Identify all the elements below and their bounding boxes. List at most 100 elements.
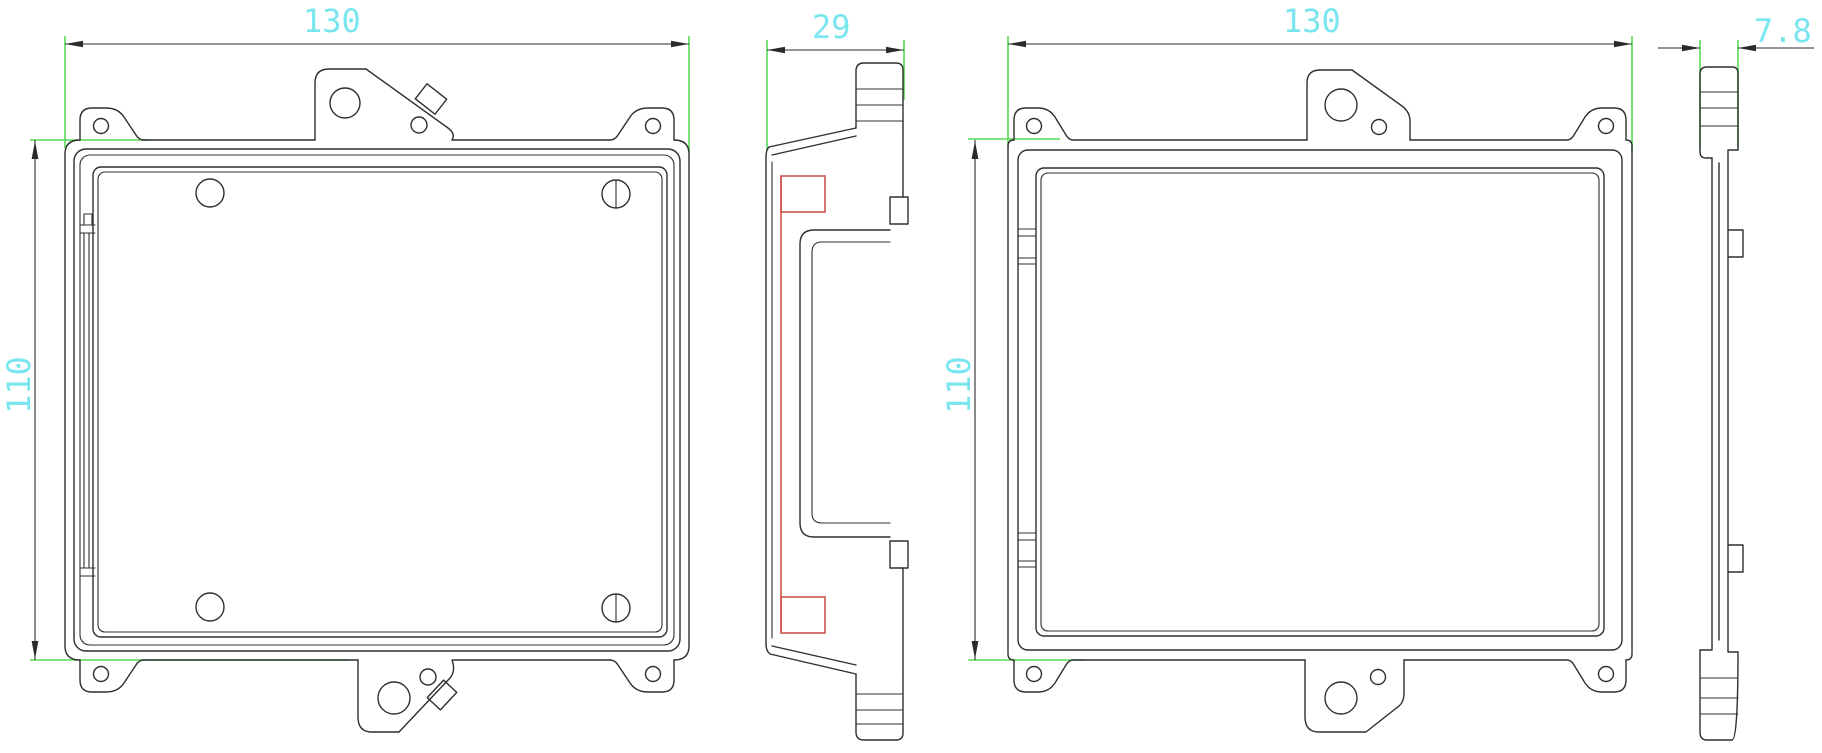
side-catch-bottom [1727, 544, 1744, 573]
panel-hole [195, 178, 225, 208]
arrow-left [65, 40, 83, 48]
body-outline [1007, 139, 1633, 661]
tab-small-hole [410, 116, 428, 134]
mounting-ear-top-left [1013, 107, 1074, 141]
tab-square-boss [426, 679, 458, 711]
bottom-tab [357, 659, 455, 733]
dim-height-back: 110 [940, 138, 1085, 661]
inner-panel [92, 166, 668, 638]
top-tab-lines [855, 88, 904, 122]
body-outline [64, 139, 690, 661]
ear-hole [1597, 117, 1615, 135]
ear-hole [1025, 117, 1043, 135]
left-edge [765, 146, 770, 645]
arrow-right [886, 46, 904, 54]
arrow-left [1008, 40, 1026, 48]
tab-large-hole [1324, 88, 1358, 122]
hinge-detail [79, 213, 96, 577]
ear-hole [1597, 665, 1615, 683]
dim-text-height-front: 110 [0, 356, 38, 414]
panel-hole [195, 592, 225, 622]
mounting-ear-top-left [79, 107, 145, 141]
extension-lines [64, 36, 690, 152]
dim-text-width-side: 29 [812, 8, 851, 46]
extension-lines [1007, 36, 1633, 152]
bottom-tab [1699, 649, 1739, 741]
body-outline-2 [1017, 149, 1623, 651]
body-edges [1711, 157, 1720, 646]
bracket-outer [799, 229, 891, 538]
hinge-ticks [1017, 228, 1037, 568]
dim-width-side: 29 [766, 8, 905, 150]
arrow-down [971, 641, 979, 659]
bottom-tab-lines [1699, 677, 1739, 715]
arrow-up [971, 141, 979, 159]
arrow-down [31, 641, 39, 659]
top-tab [1306, 69, 1411, 141]
gasket-highlight-bottom [780, 596, 826, 634]
bracket-inner [811, 241, 891, 524]
bottom-tab [1304, 659, 1405, 733]
right-contour [1727, 149, 1739, 651]
top-face [768, 127, 857, 156]
mounting-ear-bottom-right [609, 659, 675, 693]
side-view [765, 62, 909, 741]
mounting-ear-bottom-left [1013, 659, 1074, 693]
ear-hole [92, 117, 110, 135]
extension-lines [1699, 40, 1739, 148]
tab-large-hole [377, 681, 411, 715]
extension-lines [766, 40, 905, 150]
tab-square-boss [414, 83, 448, 115]
rail-catch-top [889, 196, 909, 225]
tab-small-hole [419, 668, 437, 686]
body-outline-3 [79, 154, 675, 646]
inner-panel [1035, 167, 1605, 637]
ear-hole [92, 665, 110, 683]
top-tab [1699, 66, 1739, 153]
arrow-left [767, 46, 785, 54]
tab-small-hole [1370, 118, 1388, 136]
dim-text-height-back: 110 [940, 356, 978, 414]
gasket-highlight-top [780, 175, 826, 213]
inner-panel-2 [1040, 172, 1600, 632]
dim-text-width-front: 130 [303, 2, 361, 40]
arrow-up [31, 141, 39, 159]
dim-width-profile: 7.8 [1658, 12, 1814, 148]
dim-width-front: 130 [64, 2, 690, 152]
tab-large-hole [1324, 681, 1358, 715]
bottom-face [765, 643, 857, 675]
dim-text-width-back: 130 [1283, 2, 1341, 40]
neck-bottom [1699, 644, 1739, 653]
arrow-right-in [1682, 44, 1700, 52]
top-tab [855, 62, 904, 129]
arrow-left-in [1738, 44, 1756, 52]
top-tab [314, 68, 455, 141]
neck-top [1699, 151, 1713, 159]
dim-height-front: 110 [0, 139, 350, 661]
bottom-tab-lines [855, 693, 904, 725]
side-catch-top [1727, 229, 1744, 258]
mounting-ear-bottom-right [1566, 659, 1627, 693]
tab-small-hole [1369, 668, 1387, 686]
inner-panel-2 [97, 171, 663, 633]
extension-lines [30, 139, 350, 661]
arrow-right [1614, 40, 1632, 48]
dim-width-back: 130 [1007, 2, 1633, 152]
bottom-tab [855, 673, 904, 741]
ear-hole [644, 117, 662, 135]
arrow-right [671, 40, 689, 48]
rail-catch-bottom [889, 540, 909, 569]
top-tab-lines [1699, 91, 1739, 127]
tab-large-hole [329, 87, 361, 119]
mounting-ear-bottom-left [79, 659, 145, 693]
extension-lines [968, 138, 1085, 661]
front-view [64, 68, 690, 733]
profile-view [1699, 66, 1744, 741]
back-view [1007, 69, 1633, 733]
ear-hole [644, 665, 662, 683]
mounting-ear-top-right [1566, 107, 1627, 141]
dim-text-width-profile: 7.8 [1754, 12, 1812, 50]
ear-hole [1025, 665, 1043, 683]
